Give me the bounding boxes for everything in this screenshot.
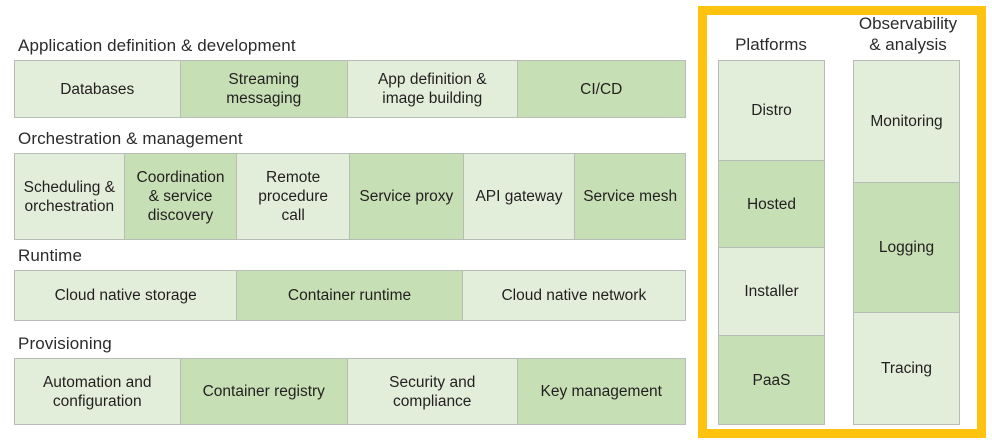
column-stack-platforms: Distro Hosted Installer PaaS bbox=[718, 60, 825, 425]
layer-row-orchestration-management: Scheduling & orchestration Coordination … bbox=[14, 153, 686, 240]
layer-row-application-definition: Databases Streaming messaging App defini… bbox=[14, 60, 686, 118]
cell-service-proxy[interactable]: Service proxy bbox=[349, 154, 464, 239]
column-title-platforms: Platforms bbox=[735, 35, 807, 54]
cell-logging[interactable]: Logging bbox=[854, 183, 959, 313]
cell-app-definition-image-building[interactable]: App definition & image building bbox=[348, 61, 518, 117]
layer-title-provisioning: Provisioning bbox=[18, 334, 112, 353]
cell-coordination-service-discovery[interactable]: Coordination & service discovery bbox=[124, 154, 238, 239]
cell-remote-procedure-call[interactable]: Remote procedure call bbox=[237, 154, 350, 239]
cell-security-compliance[interactable]: Security and compliance bbox=[348, 359, 518, 424]
cell-installer[interactable]: Installer bbox=[719, 247, 824, 337]
cell-ci-cd[interactable]: CI/CD bbox=[517, 61, 685, 117]
cell-tracing[interactable]: Tracing bbox=[854, 312, 959, 424]
cell-cloud-native-network[interactable]: Cloud native network bbox=[462, 271, 685, 320]
cell-streaming-messaging[interactable]: Streaming messaging bbox=[180, 61, 348, 117]
cell-service-mesh[interactable]: Service mesh bbox=[575, 154, 685, 239]
cell-api-gateway[interactable]: API gateway bbox=[463, 154, 576, 239]
layer-row-runtime: Cloud native storage Container runtime C… bbox=[14, 270, 686, 321]
cell-container-registry[interactable]: Container registry bbox=[180, 359, 348, 424]
layer-row-provisioning: Automation and configuration Container r… bbox=[14, 358, 686, 425]
column-stack-observability: Monitoring Logging Tracing bbox=[853, 60, 960, 425]
layer-title-orchestration-management: Orchestration & management bbox=[18, 129, 243, 148]
cell-container-runtime[interactable]: Container runtime bbox=[237, 271, 463, 320]
cell-scheduling-orchestration[interactable]: Scheduling & orchestration bbox=[15, 154, 125, 239]
cell-distro[interactable]: Distro bbox=[719, 61, 824, 162]
cell-cloud-native-storage[interactable]: Cloud native storage bbox=[15, 271, 238, 320]
layer-title-runtime: Runtime bbox=[18, 246, 83, 265]
cell-paas[interactable]: PaaS bbox=[719, 336, 824, 424]
cell-automation-configuration[interactable]: Automation and configuration bbox=[15, 359, 181, 424]
column-title-observability-analysis: Observability & analysis bbox=[858, 14, 958, 54]
cell-monitoring[interactable]: Monitoring bbox=[854, 61, 959, 184]
cell-databases[interactable]: Databases bbox=[15, 61, 181, 117]
layer-title-application-definition: Application definition & development bbox=[18, 36, 296, 55]
cell-hosted[interactable]: Hosted bbox=[719, 161, 824, 248]
cell-key-management[interactable]: Key management bbox=[517, 359, 685, 424]
